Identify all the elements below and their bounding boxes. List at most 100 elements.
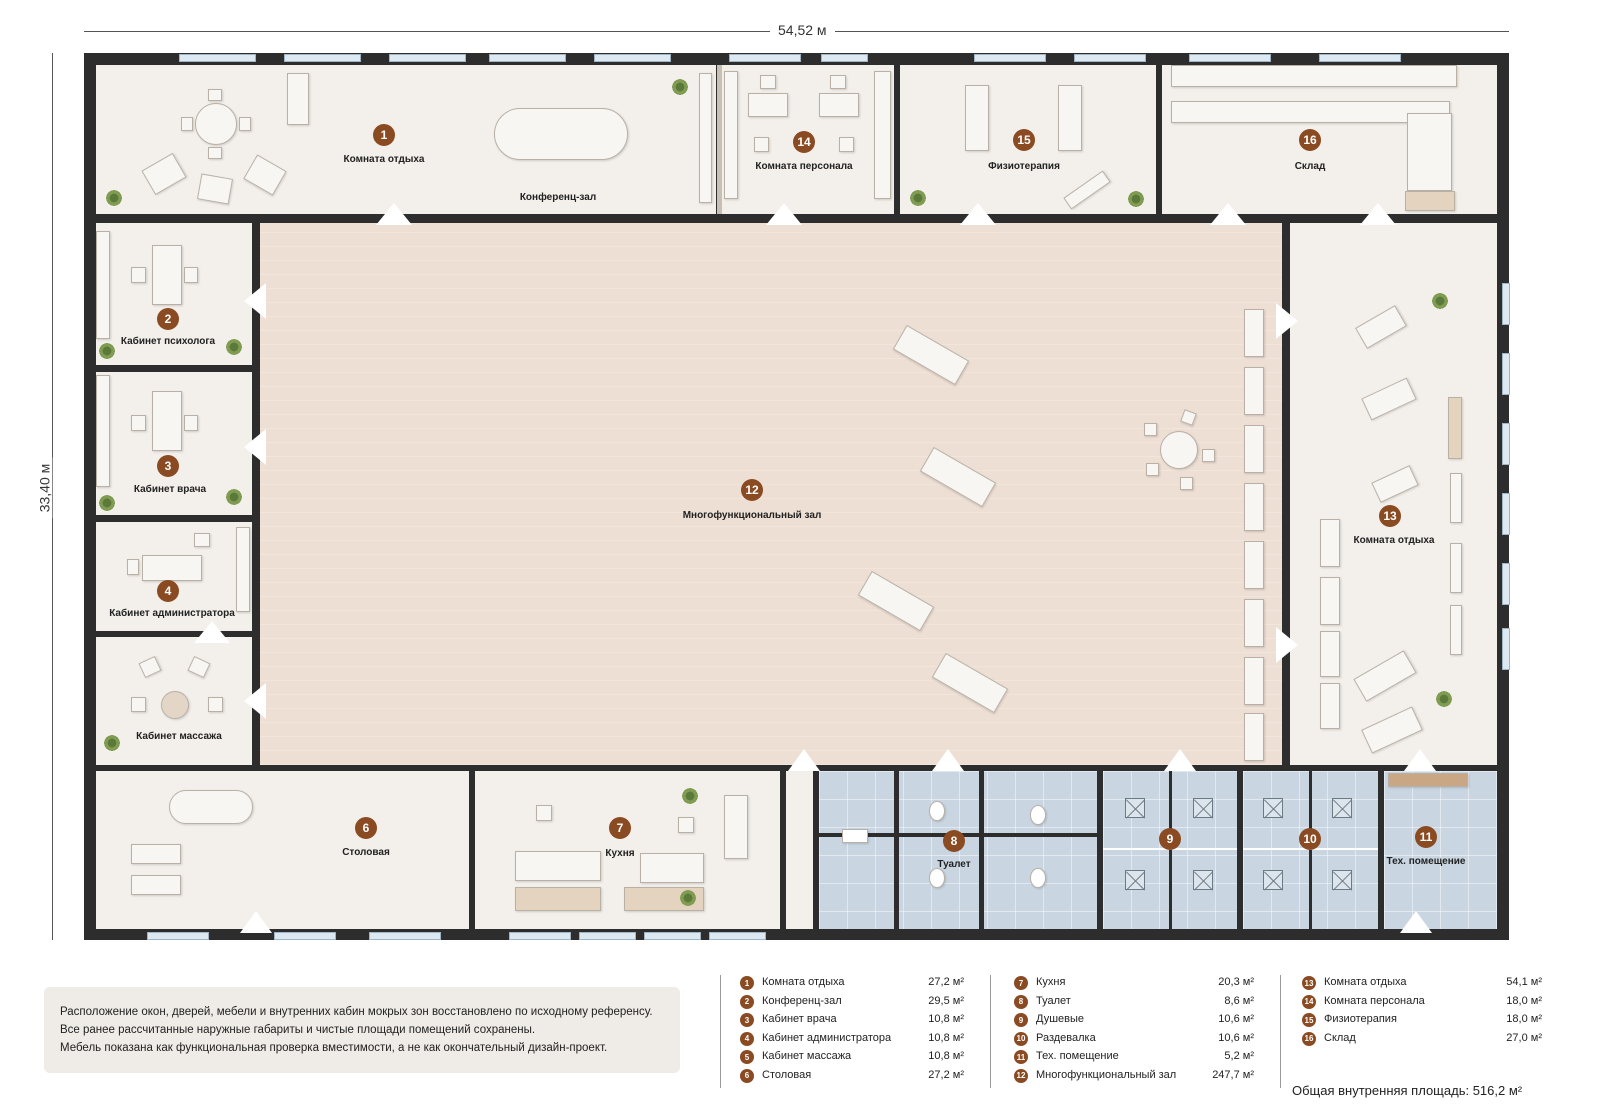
door-icon[interactable] (244, 683, 266, 719)
legend-number: 10 (1014, 1031, 1028, 1046)
window (821, 54, 868, 62)
door-icon[interactable] (1404, 749, 1436, 771)
door-icon[interactable] (244, 283, 266, 319)
room-label: Склад (1294, 161, 1326, 172)
door-icon[interactable] (1400, 911, 1432, 933)
stool (839, 137, 854, 152)
door-icon[interactable] (932, 749, 964, 771)
legend-number: 4 (740, 1031, 754, 1046)
room-number-badge: 11 (1415, 826, 1437, 848)
window (1189, 54, 1271, 62)
stool (678, 817, 694, 833)
chair (131, 415, 146, 431)
toilet-icon (929, 868, 945, 888)
partition (1169, 771, 1172, 929)
round-table (161, 691, 189, 719)
shelf (1450, 605, 1462, 655)
floor-plan: 1 Комната отдыха Конференц-зал 2 Кабинет… (84, 53, 1510, 940)
door-icon[interactable] (376, 203, 412, 225)
legend-name: Кабинет администратора (762, 1031, 892, 1044)
room-label: Тех. помещение (1386, 856, 1466, 867)
room-11-tech (1384, 771, 1497, 929)
locker (1244, 541, 1264, 589)
chair (184, 415, 198, 431)
shower-icon (1125, 870, 1145, 890)
window (1502, 628, 1510, 670)
chair (1144, 423, 1157, 436)
room-number-badge: 9 (1159, 828, 1181, 850)
room-label: Конференц-зал (519, 192, 597, 203)
plant-icon (678, 888, 698, 908)
room-8-toilet (819, 771, 1097, 929)
window (709, 932, 766, 940)
window (1502, 283, 1510, 325)
plant-icon (102, 733, 122, 753)
window (284, 54, 361, 62)
room-number-badge: 1 (373, 124, 395, 146)
legend-number: 5 (740, 1050, 754, 1064)
door-icon[interactable] (1276, 627, 1298, 663)
door-icon[interactable] (240, 911, 272, 933)
legend-number: 3 (740, 1013, 754, 1027)
window (369, 932, 441, 940)
partition (717, 65, 722, 214)
legend-area: 8,6 м² (1224, 994, 1254, 1007)
round-table (1160, 431, 1198, 469)
storage-shelf (1171, 101, 1450, 123)
door-icon[interactable] (1164, 749, 1196, 771)
room-label: Комната персонала (755, 161, 853, 172)
room-label: Туалет (937, 859, 971, 870)
door-icon[interactable] (960, 203, 996, 225)
door-icon[interactable] (1276, 303, 1298, 339)
plant-icon (97, 493, 117, 513)
plant-icon (224, 487, 244, 507)
daybed (1320, 631, 1340, 677)
tech-bench (1388, 773, 1468, 787)
lockers (724, 71, 738, 199)
legend-number: 9 (1014, 1013, 1028, 1027)
window (1502, 493, 1510, 535)
chair (127, 559, 139, 575)
desk (748, 93, 788, 117)
legend-name: Душевые (1036, 1013, 1085, 1025)
door-icon[interactable] (1210, 203, 1246, 225)
plant-icon (908, 188, 928, 208)
door-icon[interactable] (244, 429, 266, 465)
legend-area: 247,7 м² (1212, 1068, 1254, 1081)
room-label: Кабинет администратора (109, 608, 235, 619)
room-number-badge: 15 (1013, 129, 1035, 151)
chair (1180, 477, 1193, 490)
locker (1244, 367, 1264, 415)
door-icon[interactable] (788, 749, 820, 771)
shelf (1448, 397, 1462, 459)
legend-number: 14 (1302, 994, 1316, 1009)
storage-shelf (1407, 113, 1452, 191)
legend-name: Кабинет массажа (762, 1050, 852, 1062)
sofa (640, 853, 704, 883)
treatment-bed (965, 85, 989, 151)
daybed (1320, 683, 1340, 729)
chair (184, 267, 198, 283)
chair (131, 267, 146, 283)
legend-name: Многофункциональный зал (1036, 1068, 1177, 1081)
drain-icon (1263, 870, 1283, 890)
door-icon[interactable] (1360, 203, 1396, 225)
legend-name: Склад (1324, 1031, 1356, 1044)
door-icon[interactable] (766, 203, 802, 225)
legend-area: 54,1 м² (1506, 976, 1542, 988)
room-label: Кухня (605, 848, 635, 859)
cabinet (236, 527, 250, 612)
door-icon[interactable] (194, 621, 230, 643)
drain-icon (1263, 798, 1283, 818)
chair (208, 89, 222, 101)
armchair (196, 173, 234, 205)
storage-shelf (1171, 65, 1457, 87)
room-number-badge: 16 (1299, 129, 1321, 151)
